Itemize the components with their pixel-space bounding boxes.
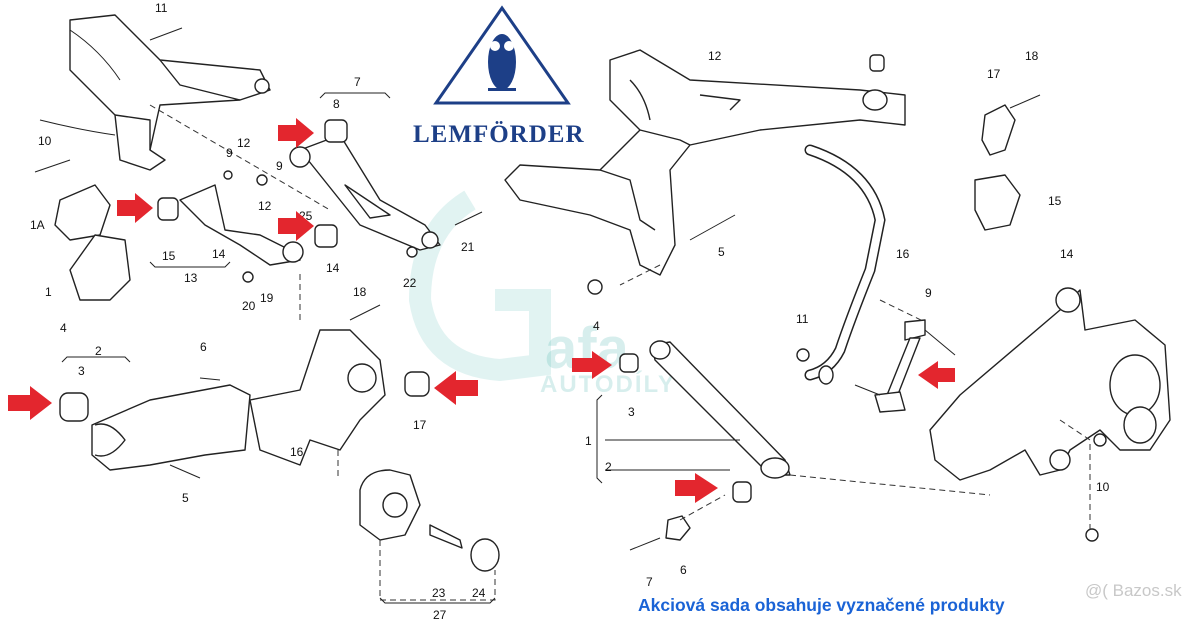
bushing-14 [314,224,338,248]
lower-control-arm [91,384,251,471]
brand-name: LEMFÖRDER [413,121,585,148]
mount-bracket [69,234,131,301]
left-diagram: 11 10 1A 1 4 9 12 12 9 2 5 8 7 15 14 13 2… [30,1,500,622]
arrow-right-icon [8,386,52,420]
callout-8: 8 [333,97,340,111]
arrow-right-icon [117,193,153,223]
bushing-3 [59,392,89,422]
callout-15r: 15 [1048,194,1062,208]
callout-1: 1 [45,285,52,299]
lemforder-logo: LEMFÖRDER [413,5,585,148]
arrow-right-icon [278,211,314,241]
left-callouts: 11 10 1A 1 4 9 12 12 9 2 5 8 7 15 14 13 2… [30,1,486,622]
callout-14r: 14 [1060,247,1074,261]
callout-18r: 18 [1025,49,1039,63]
callout-16r: 16 [896,247,910,261]
arrow-right-icon [675,473,718,503]
arrow-left-icon [918,361,955,389]
callout-9r: 9 [925,286,932,300]
arrow-left-icon [434,371,478,405]
callout-6r: 6 [680,563,687,577]
callout-2r: 2 [605,460,612,474]
arrow-right-icon [572,351,612,379]
callout-12a: 12 [237,136,251,150]
callout-9b: 9 [276,159,283,173]
callout-9: 9 [226,146,233,160]
callout-15: 15 [162,249,176,263]
bolt-21 [454,211,483,226]
bolt-5r [689,214,736,241]
bolt-18r [1009,94,1041,109]
bushing-2r [732,481,752,503]
callout-24: 24 [472,586,486,600]
callout-1r: 1 [585,434,592,448]
site-watermark: @( Bazos.sk [1085,581,1182,600]
washer-6 [665,515,691,541]
bushing-15 [157,197,179,221]
right-diagram: 12 17 18 15 5 16 14 4 11 9 3 1 2 10 7 6 [504,49,1171,589]
callout-18: 18 [353,285,367,299]
hub-cap [470,538,500,572]
stabilizer-clamp [981,104,1016,156]
callout-10r: 10 [1096,480,1110,494]
callout-16: 16 [290,445,304,459]
watermark-subtitle: AUTODÍLY [540,370,676,398]
bushing-17 [404,371,430,397]
callout-17: 17 [413,418,427,432]
callout-19: 19 [260,291,274,305]
callout-5r: 5 [718,245,725,259]
subframe [69,14,271,171]
owl-icon [488,34,516,91]
bolt-11 [149,27,183,41]
arrow-right-icon [278,118,314,148]
callout-11: 11 [155,1,168,15]
stabilizer-bushing [974,174,1021,231]
callout-3: 3 [78,364,85,378]
callout-20: 20 [242,299,256,313]
bolt-6 [199,377,221,381]
callout-5: 5 [182,491,189,505]
callout-14: 14 [212,247,226,261]
callout-6: 6 [200,340,207,354]
callout-27: 27 [433,608,447,622]
bolt-7r [629,537,661,551]
callout-4: 4 [60,321,67,335]
callout-21: 21 [461,240,475,254]
callout-22: 22 [403,276,417,290]
callout-14b: 14 [326,261,340,275]
callout-11r: 11 [796,312,809,326]
callout-12r: 12 [708,49,722,63]
callout-2: 2 [95,344,102,358]
callout-1a: 1A [30,218,45,232]
callout-3r: 3 [628,405,635,419]
bushing-3r [619,353,639,373]
hub-bolt [429,524,463,549]
engine-mount [54,184,111,241]
callout-12b: 12 [258,199,272,213]
bolt-5 [169,464,201,479]
callout-4r: 4 [593,319,600,333]
wheel-knuckle [249,329,386,466]
callout-7: 7 [354,75,361,89]
stabilizer-link [904,319,926,341]
promo-caption: Akciová sada obsahuje vyznačené produkty [638,595,1005,615]
rear-knuckle [929,289,1171,481]
highlight-arrows [8,118,955,503]
bolt-18 [349,304,381,321]
callout-17r: 17 [987,67,1001,81]
callout-13: 13 [184,271,198,285]
callout-10: 10 [38,134,52,148]
callout-7r: 7 [646,575,653,589]
bolt-10 [34,159,71,173]
watermark: afa AUTODÍLY [408,190,676,398]
callout-23: 23 [432,586,446,600]
right-callouts: 12 17 18 15 5 16 14 4 11 9 3 1 2 10 7 6 [585,49,1110,589]
lateral-link [651,341,791,476]
bushing-8 [324,119,348,143]
